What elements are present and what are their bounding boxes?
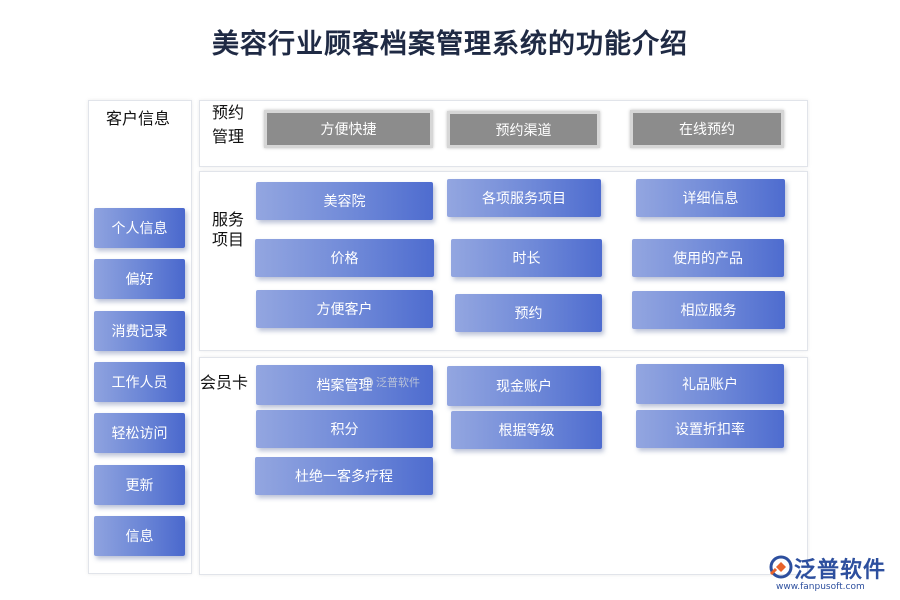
member-item-discount-rate[interactable]: 设置折扣率 bbox=[636, 410, 784, 448]
member-item-cash-account[interactable]: 现金账户 bbox=[447, 366, 601, 406]
sidebar-item-update[interactable]: 更新 bbox=[94, 465, 185, 505]
booking-label-line1: 预约 bbox=[212, 103, 245, 122]
service-item-price[interactable]: 价格 bbox=[255, 239, 434, 277]
page-title: 美容行业顾客档案管理系统的功能介绍 bbox=[212, 29, 688, 60]
watermark-text: 泛普软件 bbox=[376, 376, 420, 389]
logo-name: 泛普软件 bbox=[794, 558, 887, 583]
booking-label-line2: 管理 bbox=[212, 127, 245, 146]
service-item-products-used[interactable]: 使用的产品 bbox=[632, 239, 784, 277]
booking-item-convenient[interactable]: 方便快捷 bbox=[264, 110, 433, 148]
member-label: 会员卡 bbox=[200, 373, 249, 392]
service-label-line1: 服务 bbox=[212, 210, 245, 229]
watermark-icon bbox=[362, 376, 373, 388]
member-item-by-level[interactable]: 根据等级 bbox=[451, 411, 602, 449]
member-item-one-customer-multi-course[interactable]: 杜绝一客多疗程 bbox=[255, 457, 433, 495]
customer-info-heading: 客户信息 bbox=[106, 109, 171, 128]
sidebar-item-preference[interactable]: 偏好 bbox=[94, 259, 185, 299]
service-item-beauty-salon[interactable]: 美容院 bbox=[256, 182, 433, 220]
member-item-gift-account[interactable]: 礼品账户 bbox=[636, 364, 784, 404]
logo-url: www.fanpusoft.com bbox=[776, 582, 865, 592]
booking-item-channel[interactable]: 预约渠道 bbox=[447, 111, 600, 148]
sidebar-item-easy-access[interactable]: 轻松访问 bbox=[94, 413, 185, 453]
watermark: 泛普软件 bbox=[362, 374, 420, 390]
service-item-service-projects[interactable]: 各项服务项目 bbox=[447, 179, 601, 217]
sidebar-item-info[interactable]: 信息 bbox=[94, 516, 185, 556]
fanpu-logo-icon bbox=[769, 555, 793, 579]
sidebar-item-consumption-record[interactable]: 消费记录 bbox=[94, 311, 185, 351]
member-item-points[interactable]: 积分 bbox=[256, 410, 433, 448]
service-item-booking[interactable]: 预约 bbox=[455, 294, 602, 332]
booking-item-online[interactable]: 在线预约 bbox=[630, 110, 784, 148]
service-item-duration[interactable]: 时长 bbox=[451, 239, 602, 277]
service-label-line2: 项目 bbox=[212, 230, 245, 249]
sidebar-item-staff[interactable]: 工作人员 bbox=[94, 362, 185, 402]
sidebar-item-personal-info[interactable]: 个人信息 bbox=[94, 208, 185, 248]
fanpu-logo: 泛普软件 www.fanpusoft.com bbox=[768, 552, 893, 596]
member-item-archive-management[interactable]: 档案管理 bbox=[256, 365, 433, 405]
service-item-corresponding-service[interactable]: 相应服务 bbox=[632, 291, 785, 329]
service-item-details[interactable]: 详细信息 bbox=[636, 179, 785, 217]
service-item-convenient-customer[interactable]: 方便客户 bbox=[256, 290, 433, 328]
